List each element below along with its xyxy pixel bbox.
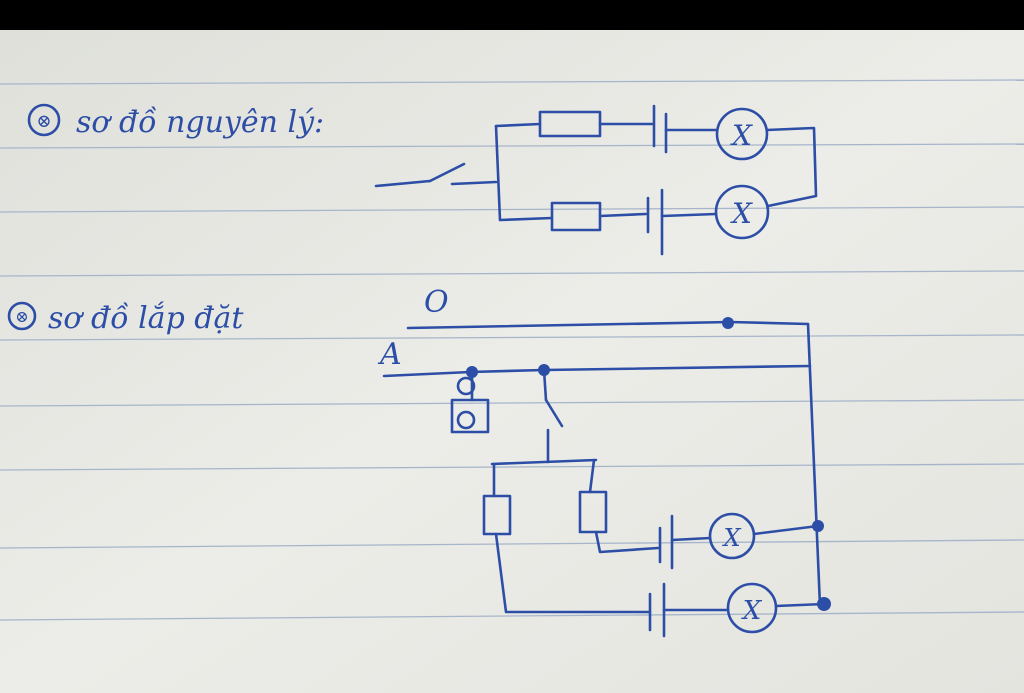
schematic-switch-out <box>450 180 498 186</box>
schematic-switch-blade <box>428 162 466 183</box>
schematic-diagram: X X <box>374 104 818 256</box>
schematic-left-bus <box>494 124 502 222</box>
lamp-bottom-label: X <box>730 197 753 230</box>
section-2-title: sơ đồ lắp đặt <box>48 301 244 336</box>
section-marker-1-text: ⊗ <box>36 111 51 132</box>
neutral-junction <box>722 317 734 329</box>
section-marker-1 <box>27 103 61 137</box>
schematic-switch-lead <box>374 179 432 188</box>
right-rail <box>806 322 822 608</box>
installation-lamp-upper-icon <box>708 512 756 560</box>
notebook-page: ⊗ sơ đồ nguyên lý: X X ⊗ sơ đồ lắp đặt <box>0 30 1024 693</box>
installation-resistor-right <box>578 490 608 534</box>
paper-background <box>0 30 1024 693</box>
lamp-bottom-icon <box>714 184 770 240</box>
junction-lower-right <box>817 597 831 611</box>
installation-lamp-lower-label: X <box>741 596 763 626</box>
installation-lamp-upper-label: X <box>721 524 741 552</box>
junction-upper-right <box>812 520 824 532</box>
section-marker-2 <box>7 301 37 331</box>
installation-diagram: O A X <box>377 285 831 638</box>
phase-line <box>382 364 812 378</box>
lamp-top-label: X <box>730 119 753 152</box>
section-schematic-heading: ⊗ sơ đồ nguyên lý: <box>27 103 324 140</box>
phase-line-label: A <box>377 337 402 372</box>
outlet-icon <box>450 398 490 434</box>
schematic-right-wire <box>765 126 818 208</box>
ruled-lines <box>0 79 1024 621</box>
lamp-top-icon <box>715 107 769 161</box>
installation-lamp-lower-icon <box>726 582 778 634</box>
section-1-title: sơ đồ nguyên lý: <box>76 105 324 140</box>
section-marker-2-text: ⊗ <box>15 307 28 326</box>
distribution-bar <box>490 458 598 466</box>
neutral-line-label: O <box>424 285 449 320</box>
section-installation-heading: ⊗ sơ đồ lắp đặt <box>7 301 244 336</box>
installation-switch-blade <box>544 398 564 428</box>
